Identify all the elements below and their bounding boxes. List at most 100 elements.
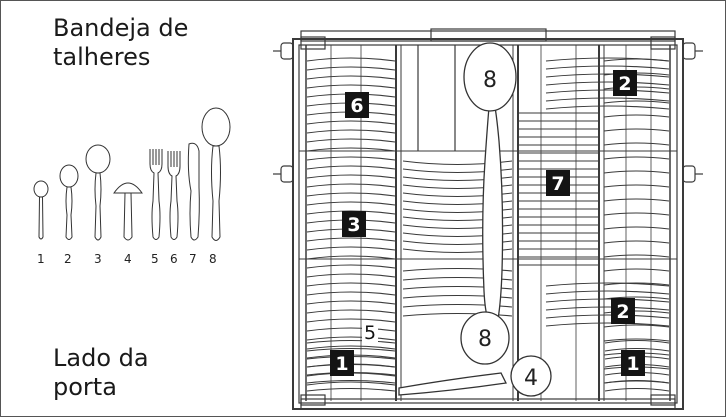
rack-tine [545, 73, 670, 78]
rack-tine [603, 198, 670, 202]
door-side-label: Lado da porta [53, 344, 149, 402]
title-line-1: Bandeja de [53, 14, 189, 42]
rack-tine [604, 339, 670, 344]
rack-tine [306, 300, 396, 305]
rack-tine [306, 57, 396, 62]
zone-label-5: 5 [364, 322, 376, 344]
rack-tine [545, 298, 670, 303]
rack-tine [603, 240, 670, 244]
soup-spoon-icon [85, 144, 111, 241]
rack-tine [545, 306, 670, 311]
rack-tine [306, 339, 396, 344]
rack-tine [402, 312, 513, 317]
zone-tag-1-right [621, 350, 645, 376]
rack-tine [306, 66, 396, 71]
rack-tine [603, 324, 670, 328]
rack-tine [306, 75, 396, 80]
rack-tine [306, 246, 396, 251]
rack-tine [306, 309, 396, 314]
rack-tine [306, 138, 396, 143]
rack-tine [306, 183, 396, 188]
rack-tine [306, 201, 396, 206]
door-side-line-2: porta [53, 373, 117, 401]
rack-tine [306, 237, 396, 242]
rack-tine [306, 120, 396, 125]
rack-tine [306, 129, 396, 134]
mushroom-tool-handle [398, 372, 507, 396]
zone-label-1-left: 1 [335, 353, 348, 375]
teaspoon-icon [59, 164, 79, 240]
rack-tine [603, 226, 670, 230]
rack-tine [306, 273, 396, 278]
zone-tag-1-left [330, 350, 354, 376]
tray-rack [273, 28, 703, 410]
cutlery-tray-title: Bandeja de talheres [53, 14, 188, 72]
rack-tine [306, 381, 396, 386]
rack-tine [306, 174, 396, 179]
zone-tag-6 [345, 92, 369, 118]
mushroom-tool-icon [113, 182, 143, 241]
zone-tag-7 [546, 170, 570, 196]
rack-tine [545, 282, 670, 287]
serving-spoon-bottom-bowl [460, 311, 510, 365]
zone-label-1-right: 1 [626, 353, 639, 375]
legend-number: 7 [189, 252, 197, 266]
rack-tine [603, 296, 670, 300]
zone-labels: 6 8 2 7 3 2 5 8 1 4 1 [330, 68, 645, 391]
rack-tine [603, 100, 670, 104]
dessert-fork-icon [149, 149, 163, 240]
rack-tine [603, 338, 670, 342]
zone-label-8-top: 8 [483, 68, 497, 93]
rack-tine [306, 336, 396, 341]
rack-tine [603, 142, 670, 146]
zone-label-7: 7 [551, 173, 564, 195]
legend-number: 4 [124, 252, 132, 266]
rack-tine [604, 387, 670, 392]
title-line-2: talheres [53, 43, 151, 71]
serving-spoon-top-bowl [463, 42, 517, 112]
serving-spoon-handle [482, 106, 504, 320]
rack-tine [603, 58, 670, 62]
rack-tine [603, 254, 670, 258]
rack-tine [545, 290, 670, 295]
rack-tine [306, 84, 396, 89]
zone-tag-5 [362, 321, 378, 343]
rack-tine [603, 170, 670, 174]
rack-tine [306, 379, 396, 384]
rack-tine [306, 318, 396, 323]
zone-label-2-bottom: 2 [616, 301, 629, 323]
rack-tine [545, 89, 670, 94]
rack-tine [545, 314, 670, 319]
rack-tine [603, 268, 670, 272]
legend-number: 6 [170, 252, 178, 266]
rack-tine [306, 291, 396, 296]
legend-number: 1 [37, 252, 45, 266]
legend-number: 5 [151, 252, 159, 266]
rack-tine [603, 156, 670, 160]
rack-tine [306, 282, 396, 287]
large-utensils [398, 42, 552, 397]
rack-tine [306, 327, 396, 332]
rack-tine [402, 303, 513, 308]
zone-label-8-bottom: 8 [478, 327, 492, 352]
rack-tine [306, 345, 396, 350]
rack-tine [604, 347, 670, 352]
rack-tine [306, 255, 396, 260]
rack-tine [306, 165, 396, 170]
rack-tine [306, 347, 396, 352]
rack-tine [306, 147, 396, 152]
coffee-spoon-icon [33, 180, 49, 240]
rack-tine [545, 105, 670, 110]
serving-spoon-icon [201, 107, 231, 241]
rack-tine [603, 282, 670, 286]
rack-tine [603, 128, 670, 132]
rack-tine [603, 380, 670, 384]
zone-label-6: 6 [350, 95, 363, 117]
zone-label-4: 4 [524, 366, 538, 391]
legend-number: 8 [209, 252, 217, 266]
rack-tine [545, 65, 670, 70]
legend-number: 3 [94, 252, 102, 266]
